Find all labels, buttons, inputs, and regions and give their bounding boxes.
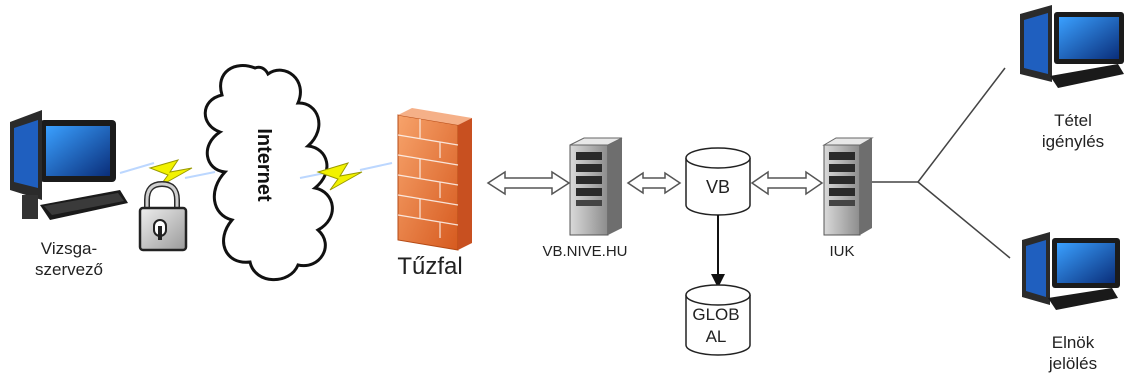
global-database-icon [685,284,751,356]
item-request-label-line1: Tétel [1054,111,1092,130]
organizer-label-line1: Vizsga- [40,239,98,258]
firewall-icon [397,108,472,251]
bidirectional-arrow-vb-iuk [750,170,824,196]
global-database-label-line2: AL [706,327,727,346]
internet-label: Internet [253,128,275,202]
vb-nive-label: VB.NIVE.HU [542,243,627,260]
vb-nive-server-icon [569,137,623,236]
organizer-label: Vizsga- szervező [4,238,134,281]
branch-connectors [872,67,1011,259]
firewall-label: Tűzfal [397,253,463,280]
internet-cloud-icon [203,64,334,282]
vb-database-label: VB [706,177,730,197]
item-request-computer-icon [1020,5,1124,88]
bidirectional-arrow-server-vb [626,171,682,195]
chair-nomination-label: Elnök jelölés [1020,332,1126,375]
item-request-label-line2: igénylés [1041,132,1105,152]
iuk-server-icon [822,137,874,236]
wireless-link-left [119,159,216,187]
chair-nomination-computer-icon [1022,232,1120,310]
organizer-computer-icon [10,110,128,220]
bidirectional-arrow-firewall-server [486,170,571,196]
iuk-label: IUK [829,243,854,260]
item-request-label: Tétel igénylés [1020,110,1126,153]
chair-nomination-label-line1: Elnök [1051,333,1095,352]
chair-nomination-label-line2: jelölés [1048,354,1098,374]
wireless-link-right [299,162,393,191]
global-database-label-line1: GLOB [692,305,739,324]
organizer-label-line2: szervező [34,260,104,280]
arrow-vb-to-global [711,215,725,288]
padlock-icon [138,180,188,252]
